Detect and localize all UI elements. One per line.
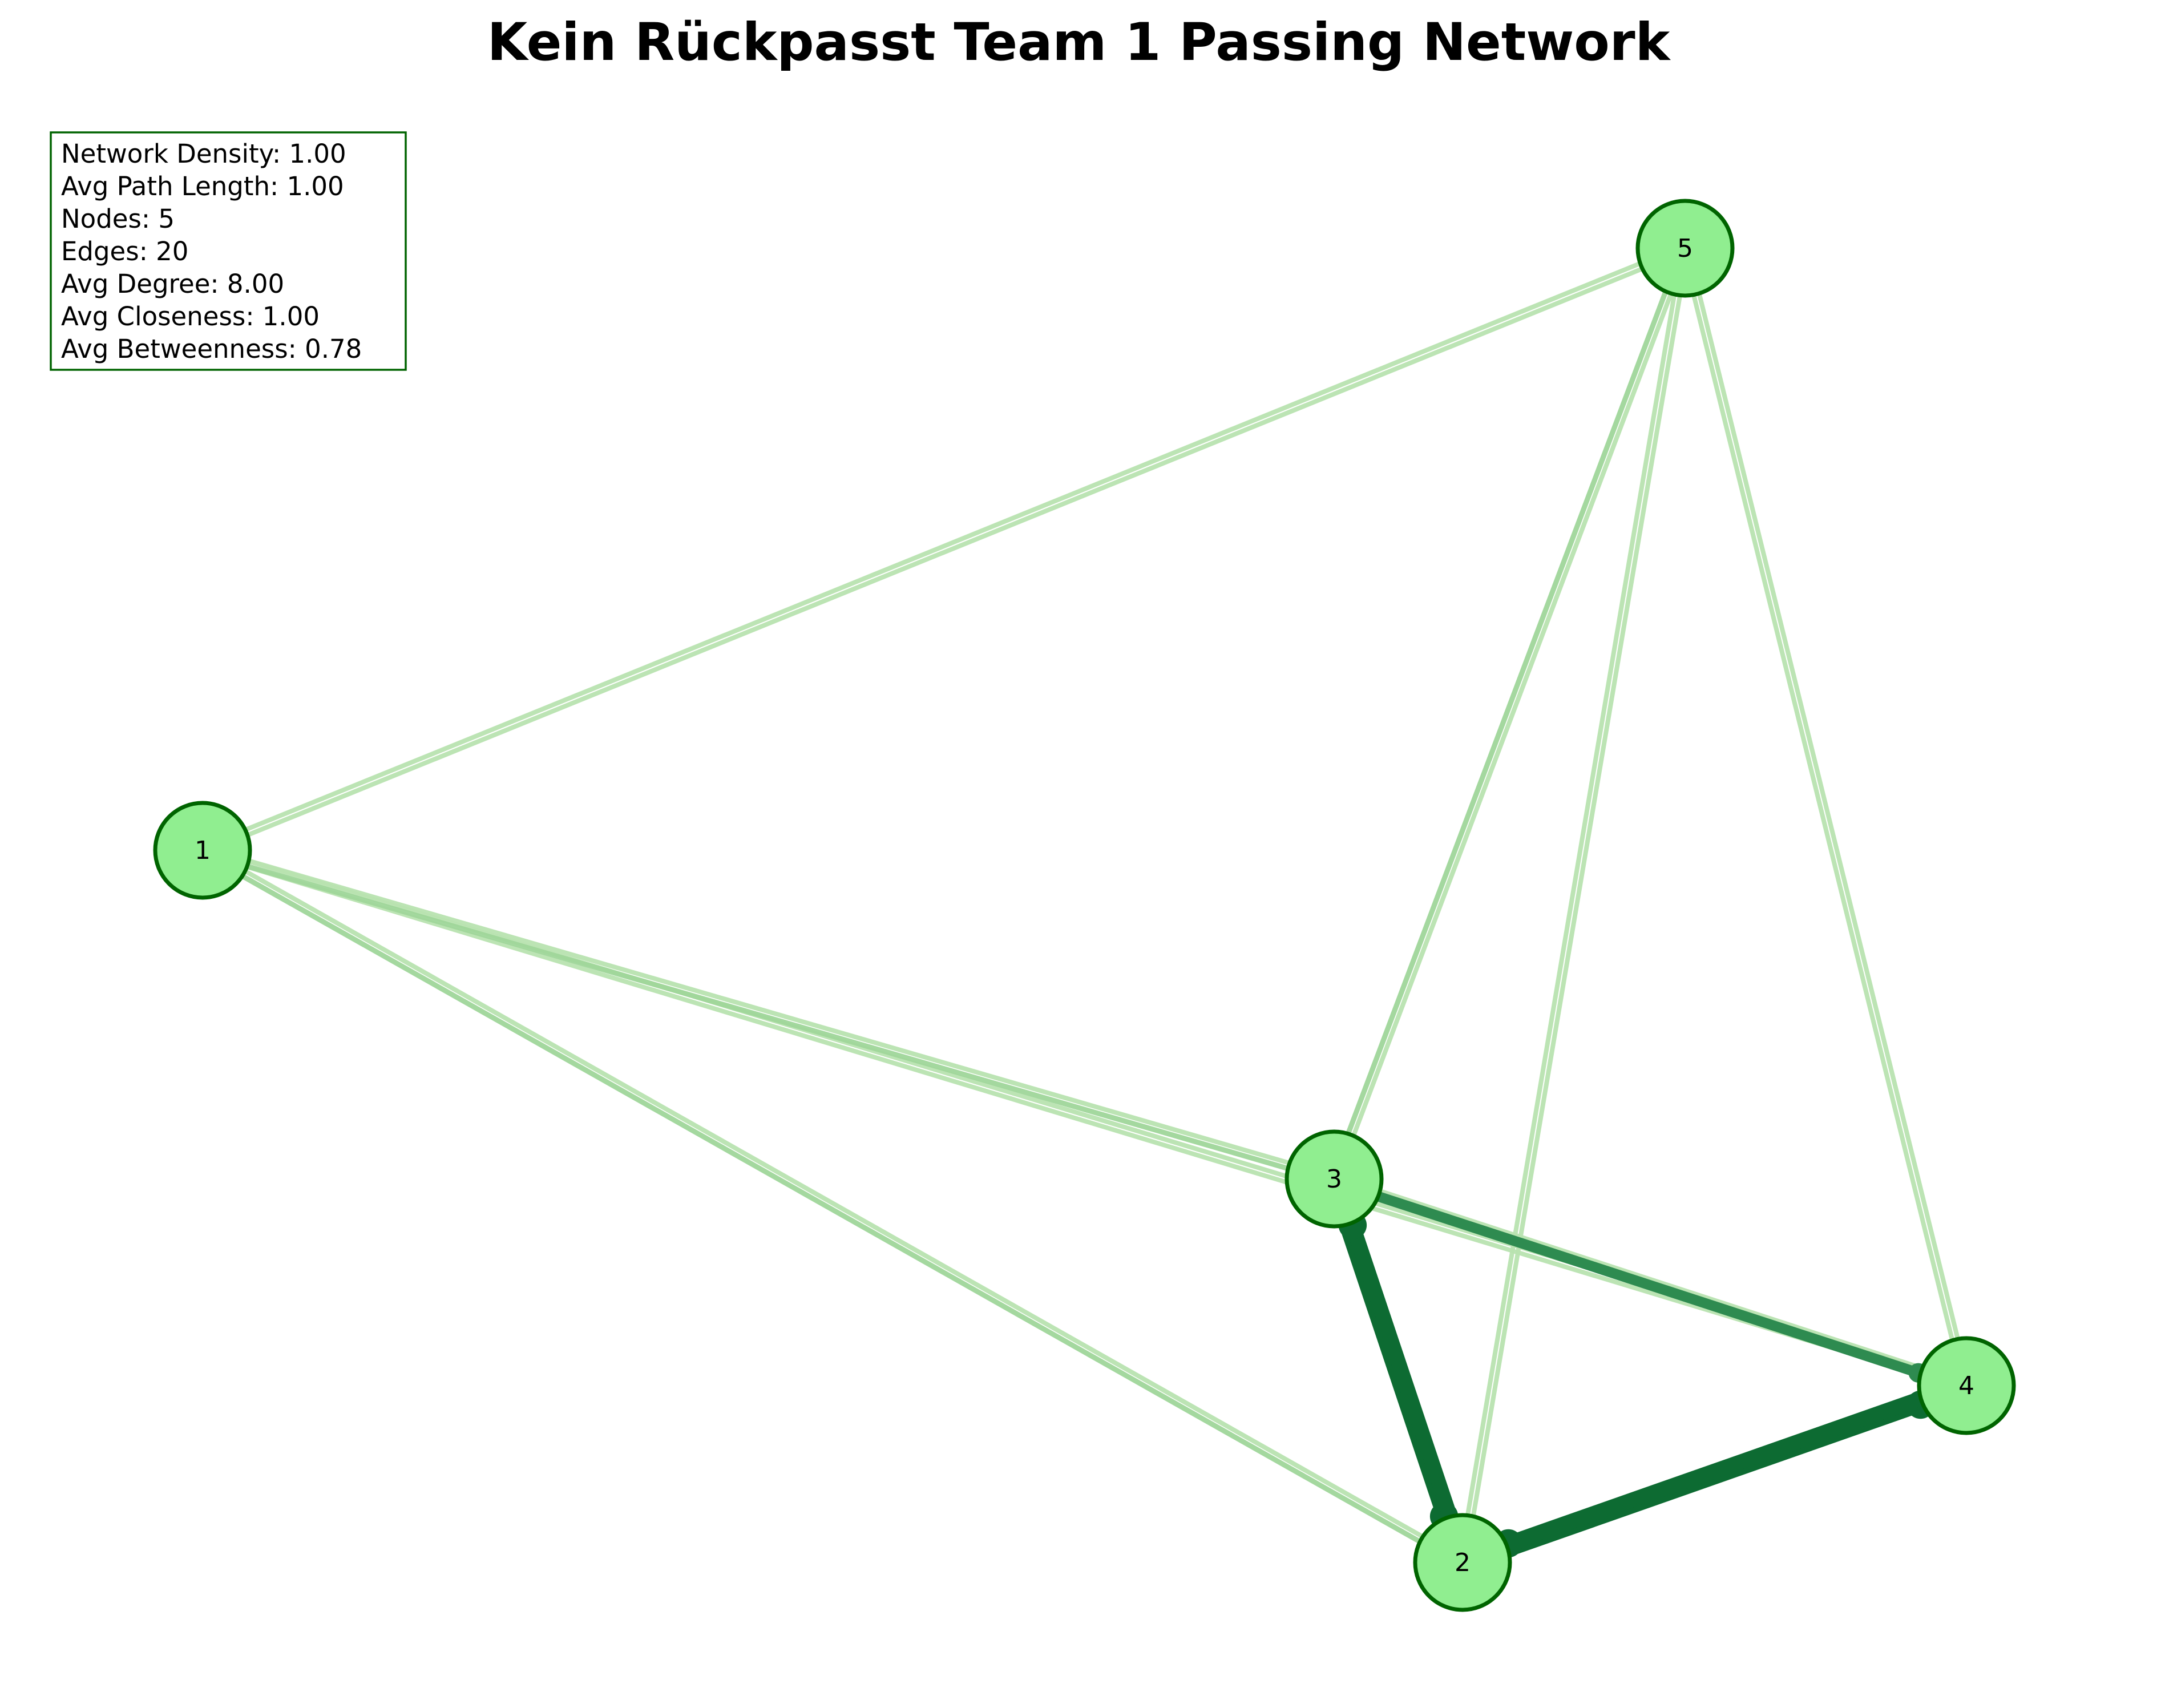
edge-5-to-3 xyxy=(1346,282,1671,1134)
node-5: 5 xyxy=(1635,199,1735,298)
node-circle-4 xyxy=(1917,1336,2016,1435)
node-circle-3 xyxy=(1284,1129,1384,1229)
edge-2-to-1 xyxy=(245,870,1431,1543)
node-label-2: 2 xyxy=(1455,1548,1471,1577)
node-circle-1 xyxy=(153,801,252,900)
edge-5-to-2 xyxy=(1465,285,1678,1516)
edge-3-to-1 xyxy=(248,859,1299,1168)
node-label-3: 3 xyxy=(1326,1165,1342,1194)
node-4: 4 xyxy=(1917,1336,2016,1435)
edge-4-to-3 xyxy=(1380,1189,1932,1373)
edge-1-to-3 xyxy=(237,862,1288,1170)
node-circle-2 xyxy=(1413,1513,1512,1612)
chart-title: Kein Rückpasst Team 1 Passing Network xyxy=(487,13,1671,72)
stat-avg-betweenness: Avg Betweenness: 0.78 xyxy=(61,334,362,364)
stat-network-density: Network Density: 1.00 xyxy=(61,139,346,169)
node-1: 1 xyxy=(153,801,252,900)
edge-5-to-4 xyxy=(1690,285,1954,1340)
network-stats-box: Network Density: 1.00 Avg Path Length: 1… xyxy=(50,131,407,371)
edge-1-to-5 xyxy=(239,267,1643,841)
edge-5-to-1 xyxy=(245,258,1649,831)
edge-4-to-2 xyxy=(1501,1388,1935,1551)
node-circle-5 xyxy=(1635,199,1735,298)
node-2: 2 xyxy=(1413,1513,1512,1612)
edge-4-to-5 xyxy=(1697,293,1962,1348)
edge-1-to-2 xyxy=(233,870,1421,1543)
stat-edges: Edges: 20 xyxy=(61,236,188,267)
stat-avg-path-length: Avg Path Length: 1.00 xyxy=(61,171,344,201)
stat-avg-degree: Avg Degree: 8.00 xyxy=(61,269,284,299)
node-label-5: 5 xyxy=(1677,234,1693,263)
node-3: 3 xyxy=(1284,1129,1384,1229)
edge-3-to-5 xyxy=(1348,293,1673,1145)
edge-3-to-4 xyxy=(1366,1189,1924,1378)
edge-2-to-5 xyxy=(1469,295,1682,1526)
stat-nodes: Nodes: 5 xyxy=(61,204,175,234)
node-label-1: 1 xyxy=(195,836,211,865)
edge-2-to-3 xyxy=(1345,1217,1460,1531)
edge-1-to-4 xyxy=(238,862,1921,1376)
stat-avg-closeness: Avg Closeness: 1.00 xyxy=(61,301,320,332)
stats-box-frame xyxy=(50,131,407,371)
node-label-4: 4 xyxy=(1958,1371,1974,1400)
nodes-layer: 1 2 3 4 5 xyxy=(153,199,2016,1612)
